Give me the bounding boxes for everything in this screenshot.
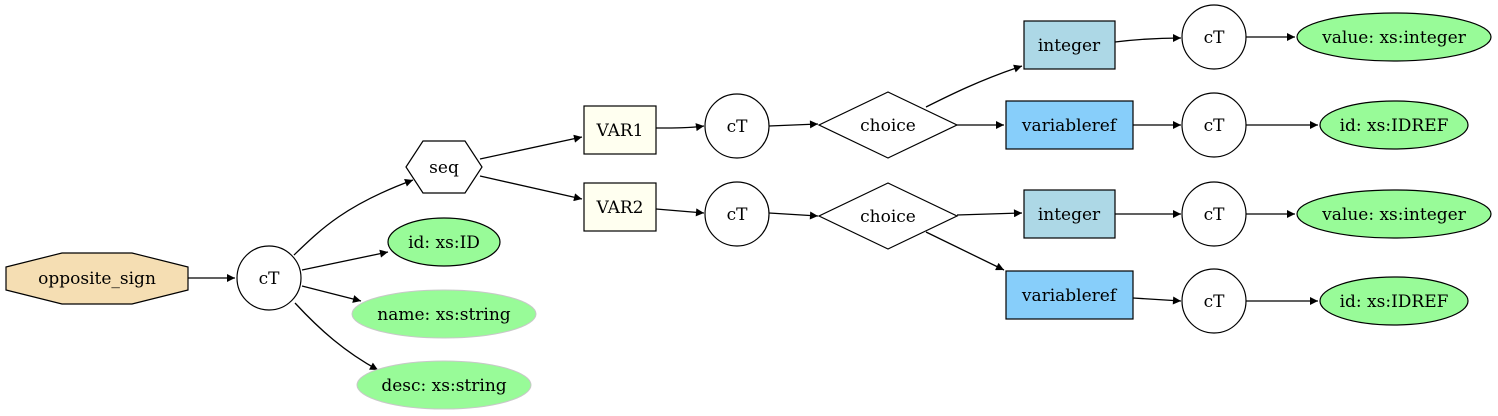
edge-seq-var1 [479, 134, 583, 160]
circle-shape [236, 245, 302, 311]
ellipse-shape [1319, 276, 1469, 326]
edge-ct-id [301, 249, 389, 271]
type-node-variableref-1[interactable]: variableref [1005, 100, 1134, 150]
edge-integer1-ct [1114, 34, 1182, 43]
attribute-node-desc[interactable]: desc: xs:string [356, 360, 532, 410]
edge-choice2-variableref [925, 231, 1005, 271]
diamond-shape [817, 182, 959, 250]
edge-seq-var2 [479, 175, 583, 202]
rect-shape [1023, 189, 1116, 239]
type-label: variableref [1021, 116, 1118, 136]
circle-shape [1181, 4, 1247, 70]
choice-node-1[interactable]: choice [817, 91, 959, 159]
complex-type-label: cT [727, 205, 749, 225]
edge-choice1-integer [925, 64, 1023, 108]
complex-type-node-vref2[interactable]: cT [1181, 268, 1247, 334]
complex-type-node-int2[interactable]: cT [1181, 181, 1247, 247]
ellipse-shape [387, 217, 501, 267]
edges [188, 33, 1318, 371]
hexagon-shape [405, 140, 483, 194]
ellipse-shape [1296, 12, 1492, 62]
attribute-label: id: xs:IDREF [1340, 292, 1449, 312]
ellipse-shape [1319, 100, 1469, 150]
attribute-node-name[interactable]: name: xs:string [351, 289, 537, 339]
rect-shape [1023, 20, 1116, 70]
edge-choice2-integer [956, 209, 1023, 218]
attribute-label: id: xs:ID [408, 233, 480, 253]
rect-shape [583, 105, 657, 155]
circle-shape [1181, 268, 1247, 334]
choice-node-2[interactable]: choice [817, 182, 959, 250]
ellipse-shape [356, 360, 532, 410]
type-node-integer-2[interactable]: integer [1023, 189, 1116, 239]
complex-type-label: cT [1204, 28, 1226, 48]
complex-type-node-vref1[interactable]: cT [1181, 92, 1247, 158]
element-node-var2[interactable]: VAR2 [583, 182, 657, 232]
complex-type-node-var1[interactable]: cT [704, 93, 770, 159]
edge-variableref2-ct [1132, 296, 1182, 305]
diamond-shape [817, 91, 959, 159]
circle-shape [704, 93, 770, 159]
attribute-label: id: xs:IDREF [1340, 116, 1449, 136]
edge-ct-choice2 [768, 211, 819, 220]
circle-shape [1181, 181, 1247, 247]
root-element-node[interactable]: opposite_sign [5, 252, 189, 305]
circle-shape [704, 181, 770, 247]
complex-type-node[interactable]: cT [236, 245, 302, 311]
edge-ct-name [301, 285, 362, 303]
element-label: VAR2 [595, 198, 643, 218]
attribute-label: value: xs:integer [1321, 205, 1467, 225]
attribute-node-value-1[interactable]: value: xs:integer [1296, 12, 1492, 62]
edge-ct-seq [293, 179, 414, 256]
type-label: integer [1038, 36, 1101, 56]
complex-type-label: cT [259, 269, 281, 289]
complex-type-label: cT [1204, 205, 1226, 225]
type-label: integer [1038, 205, 1101, 225]
edge-ct-desc [294, 302, 379, 371]
attribute-label: name: xs:string [377, 305, 511, 325]
complex-type-label: cT [1204, 292, 1226, 312]
type-node-integer-1[interactable]: integer [1023, 20, 1116, 70]
complex-type-node-int1[interactable]: cT [1181, 4, 1247, 70]
complex-type-node-var2[interactable]: cT [704, 181, 770, 247]
circle-shape [1181, 92, 1247, 158]
rect-shape [1005, 100, 1134, 150]
attribute-node-value-2[interactable]: value: xs:integer [1296, 189, 1492, 239]
choice-label: choice [860, 116, 916, 136]
edge-var1-ct [655, 123, 705, 132]
attribute-node-id[interactable]: id: xs:ID [387, 217, 501, 267]
edge-var2-ct [655, 208, 705, 217]
sequence-node[interactable]: seq [405, 140, 483, 194]
attribute-node-idref-1[interactable]: id: xs:IDREF [1319, 100, 1469, 150]
edge-ct-choice1 [768, 120, 819, 129]
complex-type-label: cT [1204, 116, 1226, 136]
element-node-var1[interactable]: VAR1 [583, 105, 657, 155]
choice-label: choice [860, 207, 916, 227]
type-label: variableref [1021, 286, 1118, 306]
rect-shape [1005, 270, 1134, 320]
sequence-label: seq [429, 158, 459, 178]
ellipse-shape [351, 289, 537, 339]
octagon-shape [5, 252, 189, 305]
root-element-label: opposite_sign [38, 269, 156, 289]
attribute-node-idref-2[interactable]: id: xs:IDREF [1319, 276, 1469, 326]
rect-shape [583, 182, 657, 232]
element-label: VAR1 [595, 121, 643, 141]
ellipse-shape [1296, 189, 1492, 239]
complex-type-label: cT [727, 117, 749, 137]
type-node-variableref-2[interactable]: variableref [1005, 270, 1134, 320]
attribute-label: value: xs:integer [1321, 28, 1467, 48]
attribute-label: desc: xs:string [381, 376, 506, 396]
